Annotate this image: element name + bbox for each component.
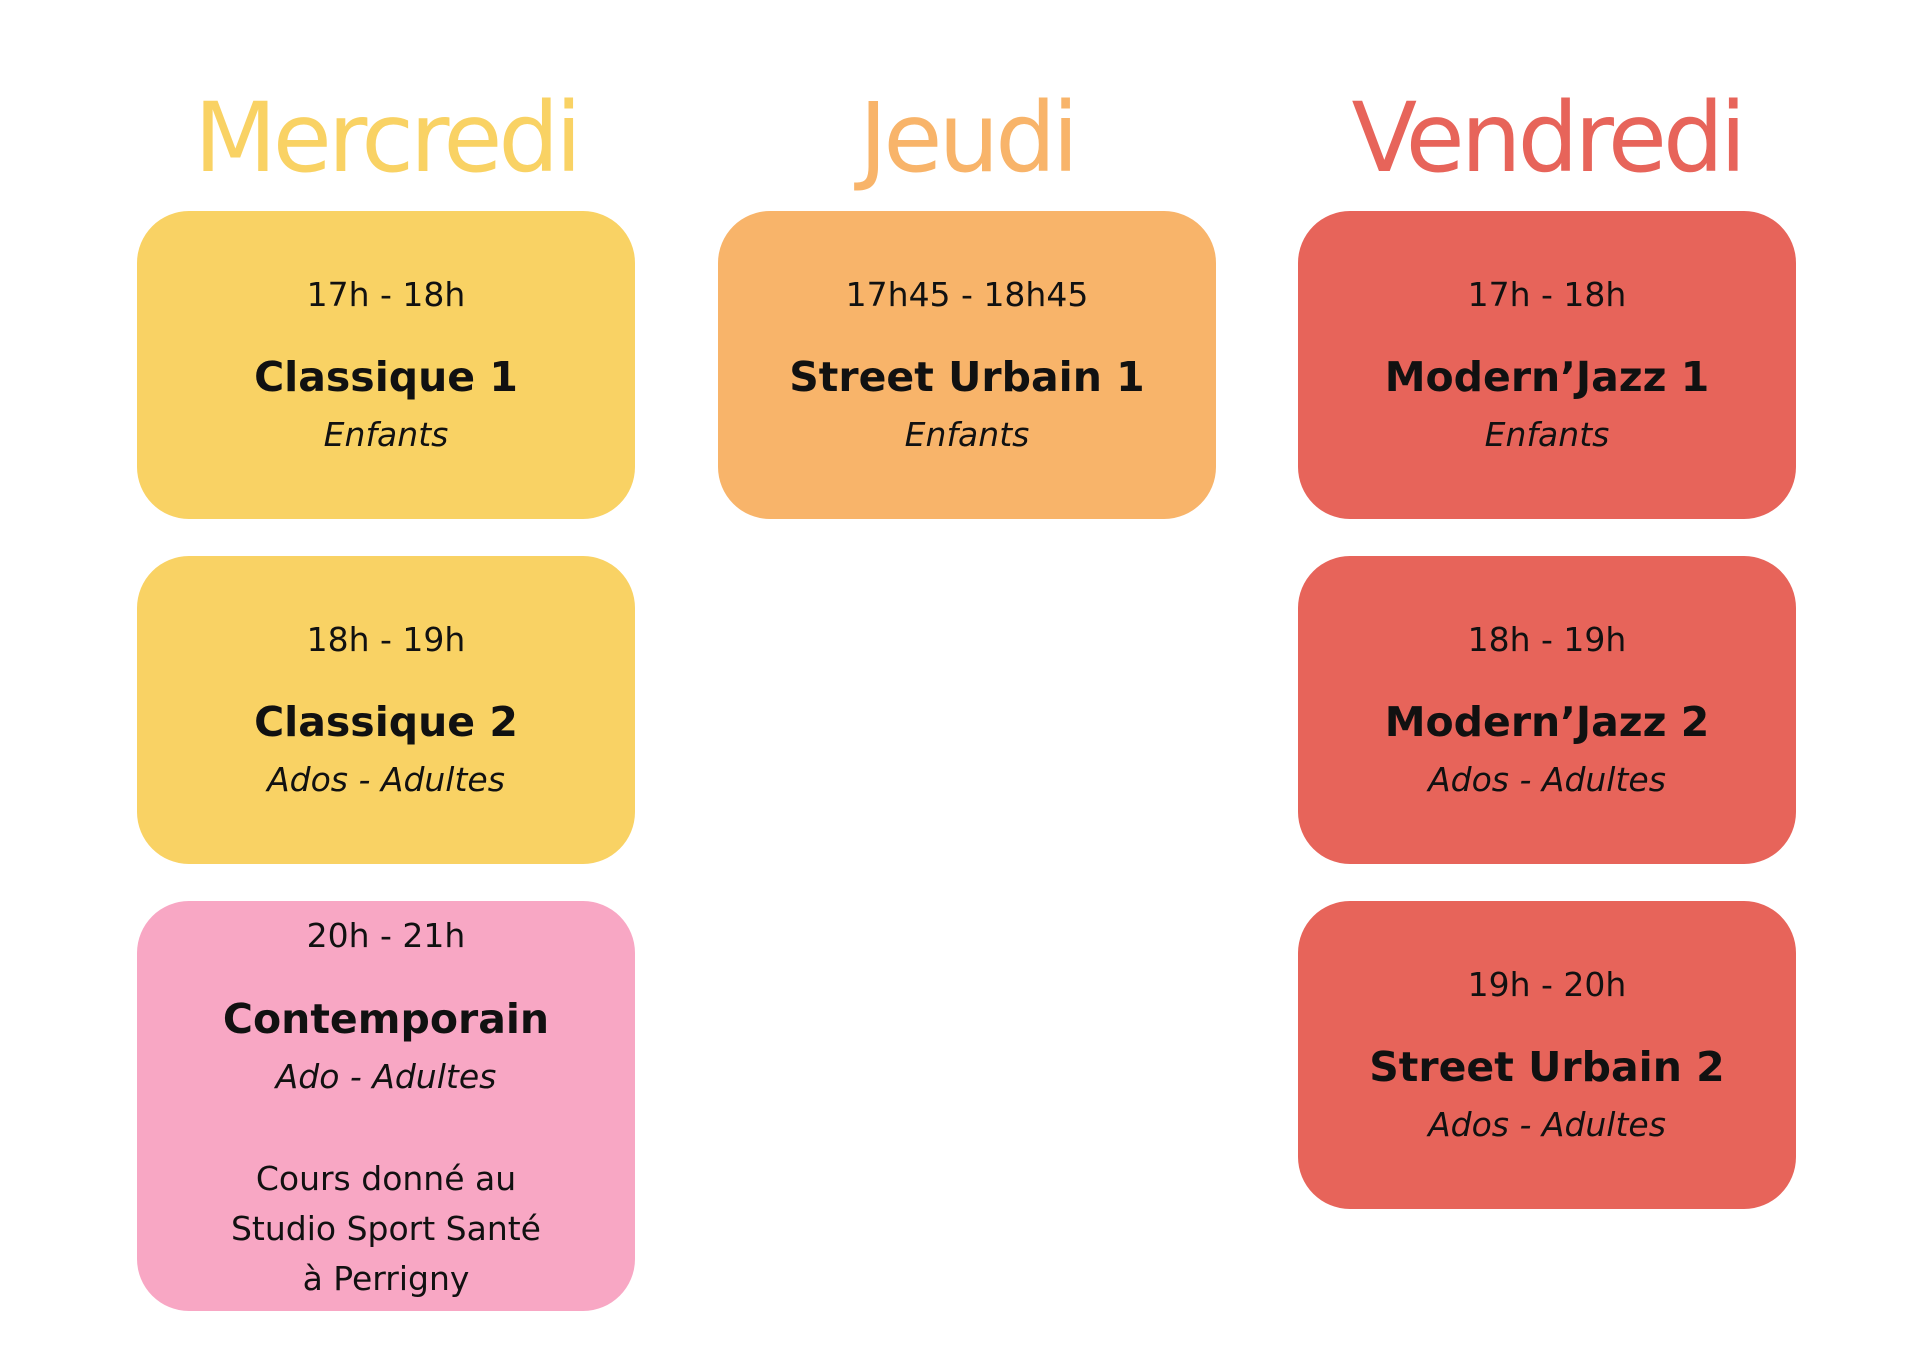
- course-level: Ados - Adultes: [1428, 760, 1666, 799]
- course-name: Modern’Jazz 2: [1384, 698, 1710, 746]
- course-card-modern-jazz-1: 17h - 18h Modern’Jazz 1 Enfants: [1298, 211, 1796, 519]
- course-level: Enfants: [1484, 415, 1610, 454]
- course-time: 17h - 18h: [1467, 275, 1627, 314]
- course-name: Modern’Jazz 1: [1384, 353, 1710, 401]
- day-title-mercredi: Mercredi: [193, 82, 582, 194]
- day-title-jeudi: Jeudi: [859, 82, 1079, 194]
- course-time: 20h - 21h: [306, 916, 466, 955]
- note-line: Cours donné au: [255, 1159, 517, 1198]
- course-level: Ado - Adultes: [275, 1057, 497, 1096]
- course-level: Enfants: [904, 415, 1030, 454]
- course-card-contemporain: 20h - 21h Contemporain Ado - Adultes Cou…: [137, 901, 635, 1311]
- day-title-vendredi: Vendredi: [1351, 82, 1746, 194]
- course-name: Street Urbain 2: [1369, 1043, 1725, 1091]
- course-level: Enfants: [323, 415, 449, 454]
- course-name: Classique 2: [254, 698, 518, 746]
- course-location-note: Cours donné au Studio Sport Santé à Perr…: [137, 1154, 635, 1304]
- course-card-street-urbain-2: 19h - 20h Street Urbain 2 Ados - Adultes: [1298, 901, 1796, 1209]
- course-time: 18h - 19h: [1467, 620, 1627, 659]
- course-name: Classique 1: [254, 353, 518, 401]
- course-name: Street Urbain 1: [789, 353, 1145, 401]
- course-name: Contemporain: [222, 995, 550, 1043]
- course-level: Ados - Adultes: [267, 760, 505, 799]
- course-time: 17h45 - 18h45: [845, 275, 1089, 314]
- course-card-street-urbain-1: 17h45 - 18h45 Street Urbain 1 Enfants: [718, 211, 1216, 519]
- course-card-classique-1: 17h - 18h Classique 1 Enfants: [137, 211, 635, 519]
- course-card-modern-jazz-2: 18h - 19h Modern’Jazz 2 Ados - Adultes: [1298, 556, 1796, 864]
- course-time: 19h - 20h: [1467, 965, 1627, 1004]
- note-line: Studio Sport Santé: [230, 1209, 541, 1248]
- course-time: 18h - 19h: [306, 620, 466, 659]
- course-level: Ados - Adultes: [1428, 1105, 1666, 1144]
- course-card-classique-2: 18h - 19h Classique 2 Ados - Adultes: [137, 556, 635, 864]
- course-time: 17h - 18h: [306, 275, 466, 314]
- note-line: à Perrigny: [302, 1259, 470, 1298]
